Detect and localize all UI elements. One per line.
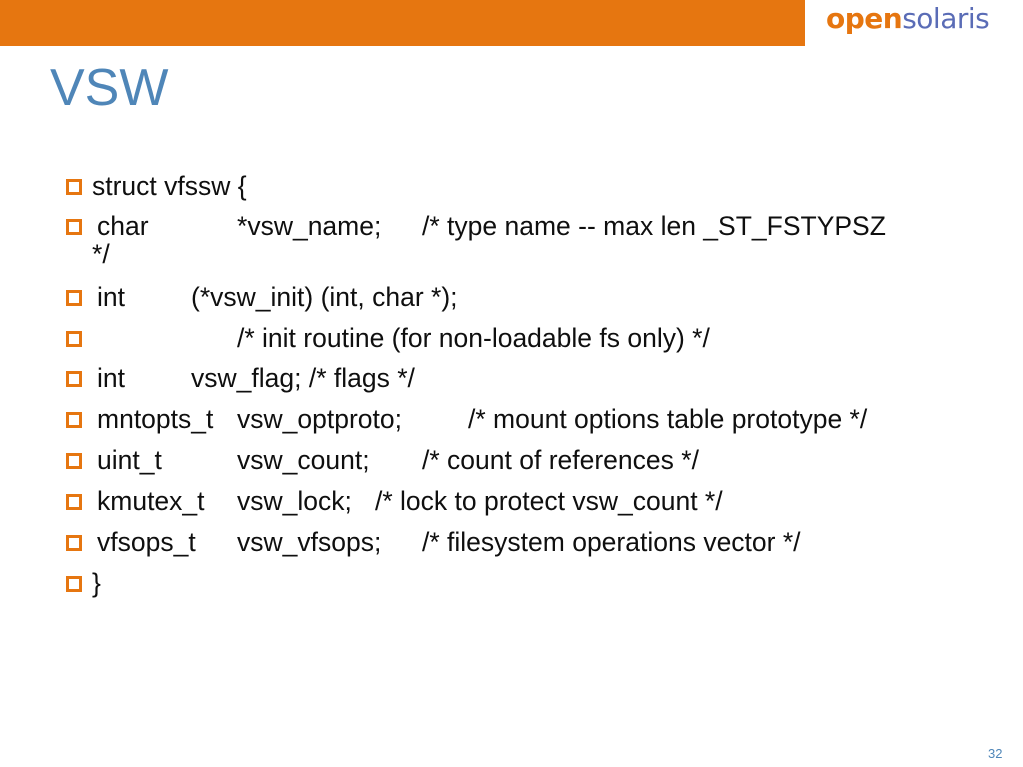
bullet-marker-icon	[66, 453, 82, 469]
bullet-marker-icon	[66, 576, 82, 592]
bullet-text: /* filesystem operations vector */	[422, 527, 801, 557]
bullet-marker-icon	[66, 371, 82, 387]
bullet-text: vsw_lock;	[237, 486, 352, 516]
bullet-text: vsw_count;	[237, 445, 370, 475]
bullet-text: /* count of references */	[422, 445, 699, 475]
bullet-text: char	[97, 211, 149, 241]
bullet-text: /* init routine (for non-loadable fs onl…	[237, 323, 710, 353]
bullet-text: vsw_optproto;	[237, 404, 402, 434]
slide-title: VSW	[50, 59, 169, 117]
bullet-text: *vsw_name;	[237, 211, 382, 241]
bullet-marker-icon	[66, 219, 82, 235]
bullet-text: uint_t	[97, 445, 162, 475]
bullet-text: kmutex_t	[97, 486, 205, 516]
bullet-text: /* mount options table prototype */	[468, 404, 868, 434]
logo-area	[805, 0, 1023, 46]
page-number: 32	[988, 746, 1003, 761]
bullet-marker-icon	[66, 179, 82, 195]
bullet-text-continuation: */	[92, 239, 110, 269]
bullet-text: vfsops_t	[97, 527, 196, 557]
bullet-text: vsw_flag; /* flags */	[191, 363, 415, 393]
bullet-text: vsw_vfsops;	[237, 527, 382, 557]
bullet-marker-icon	[66, 290, 82, 306]
bullet-text: int	[97, 282, 125, 312]
logo-text-open: open	[826, 2, 903, 35]
bullet-marker-icon	[66, 412, 82, 428]
bullet-text: int	[97, 363, 125, 393]
bullet-text: }	[92, 568, 101, 598]
bullet-marker-icon	[66, 494, 82, 510]
opensolaris-logo: opensolaris	[826, 2, 990, 35]
logo-text-solaris: solaris	[902, 2, 990, 35]
bullet-text: mntopts_t	[97, 404, 214, 434]
header-band	[0, 0, 812, 46]
bullet-text: /* type name -- max len _ST_FSTYPSZ	[422, 211, 886, 241]
bullet-text: /* lock to protect vsw_count */	[375, 486, 723, 516]
bullet-text: struct vfssw {	[92, 171, 247, 201]
bullet-marker-icon	[66, 331, 82, 347]
bullet-marker-icon	[66, 535, 82, 551]
bullet-text: (*vsw_init) (int, char *);	[191, 282, 458, 312]
